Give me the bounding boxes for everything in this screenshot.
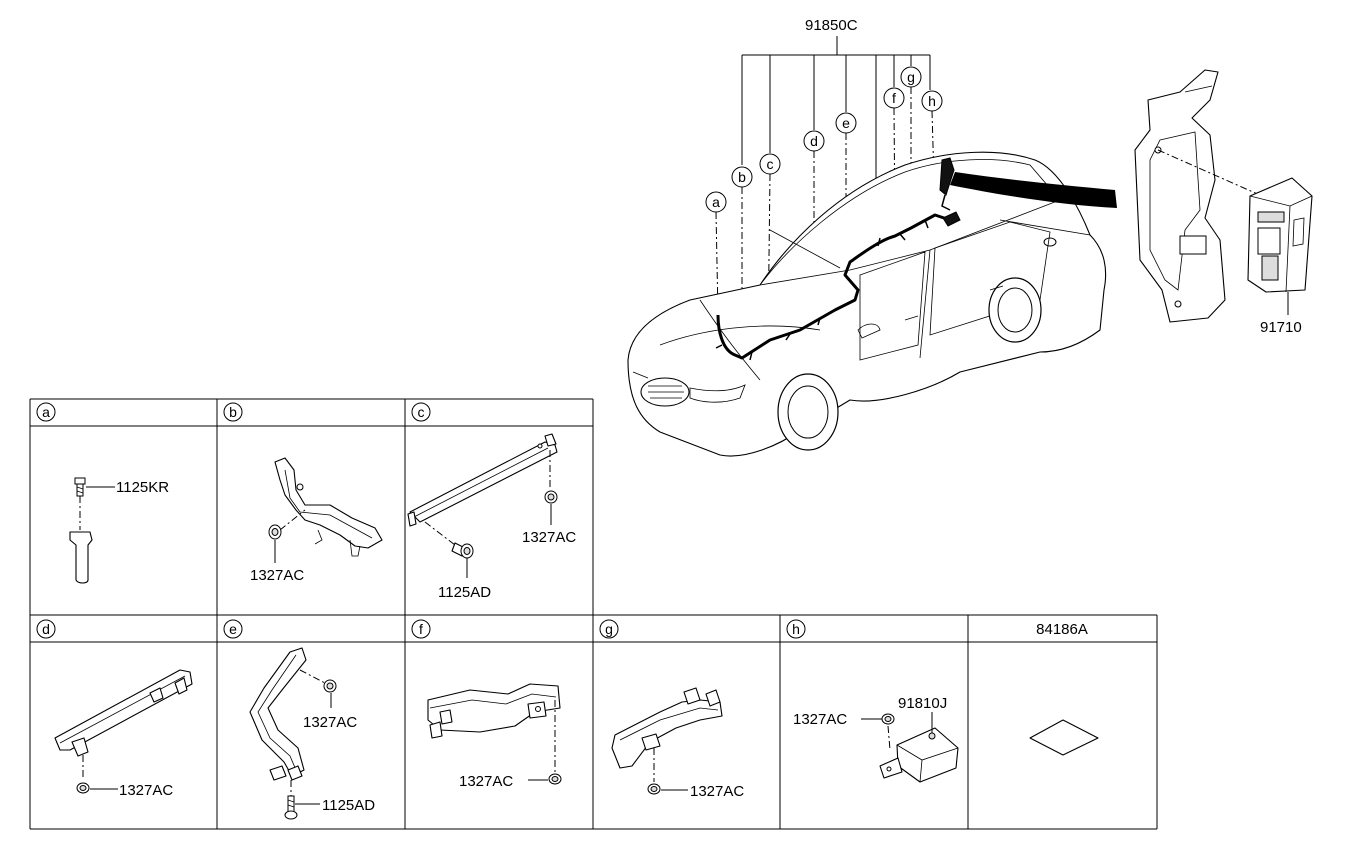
callout-h: h <box>921 90 943 112</box>
svg-text:c: c <box>418 404 425 420</box>
body-control-module: 91710 <box>1247 177 1313 336</box>
cell-g-header: g <box>599 619 619 639</box>
cell-g-label-0: 1327AC <box>690 783 744 800</box>
svg-text:e: e <box>229 621 237 637</box>
svg-text:h: h <box>928 93 936 109</box>
callout-f: f <box>883 87 905 109</box>
svg-text:f: f <box>892 90 896 106</box>
cell-e-label-0: 1327AC <box>303 714 357 731</box>
svg-text:a: a <box>42 404 50 420</box>
cell-d-header: d <box>36 619 56 639</box>
harness-part-number: 91850C <box>805 17 858 34</box>
svg-text:f: f <box>419 621 423 637</box>
cell-a-contents: 1125KR <box>69 477 169 584</box>
cell-e-contents: 1327AC 1125AD <box>249 647 375 820</box>
cell-h-label-1: 91810J <box>898 695 947 712</box>
parts-grid <box>29 398 1158 830</box>
cell-b-label-0: 1327AC <box>250 567 304 584</box>
cell-e-header: e <box>223 619 243 639</box>
module-part-number: 91710 <box>1260 319 1302 336</box>
callout-e: e <box>835 112 857 134</box>
cell-f-contents: 1327AC <box>427 683 562 790</box>
callout-a: a <box>705 191 727 213</box>
svg-text:b: b <box>229 404 237 420</box>
wiring-harness <box>715 157 961 361</box>
callout-c: c <box>759 153 781 175</box>
svg-text:g: g <box>605 621 613 637</box>
cell-84186a-contents <box>1029 719 1099 756</box>
pad-shape <box>1029 719 1099 756</box>
cell-c-label-0: 1327AC <box>522 529 576 546</box>
cell-h-header: h <box>786 619 806 639</box>
cell-e-label-1: 1125AD <box>322 797 375 814</box>
module-bracket <box>1134 69 1263 323</box>
cell-h-contents: 1327AC 91810J <box>793 695 959 783</box>
callout-d: d <box>803 130 825 152</box>
cell-d-label-0: 1327AC <box>119 782 173 799</box>
cell-84186a-header: 84186A <box>1036 621 1088 638</box>
svg-text:g: g <box>907 69 915 85</box>
cell-b-header: b <box>223 402 243 422</box>
svg-text:e: e <box>842 115 850 131</box>
cell-g-contents: 1327AC <box>611 687 744 800</box>
callout-g: g <box>900 66 922 88</box>
svg-text:a: a <box>712 194 720 210</box>
car-illustration <box>627 151 1107 457</box>
cell-c-contents: 1327AC 1125AD <box>407 433 576 601</box>
svg-text:d: d <box>810 133 818 149</box>
cell-f-label-0: 1327AC <box>459 773 513 790</box>
svg-text:b: b <box>738 169 746 185</box>
svg-text:h: h <box>792 621 800 637</box>
svg-text:d: d <box>42 621 50 637</box>
cell-b-contents: 1327AC <box>250 457 383 584</box>
cell-a-label-0: 1125KR <box>116 479 169 496</box>
callout-b: b <box>731 166 753 188</box>
cell-a-header: a <box>36 402 56 422</box>
cell-f-header: f <box>411 619 431 639</box>
module-sweep <box>950 172 1117 208</box>
svg-text:c: c <box>767 156 774 172</box>
cell-headers: a b c d e f g h 84186A <box>36 402 1088 639</box>
cell-c-label-1: 1125AD <box>438 584 491 601</box>
cell-h-label-0: 1327AC <box>793 711 847 728</box>
cell-c-header: c <box>411 402 431 422</box>
cell-d-contents: 1327AC <box>54 669 193 799</box>
